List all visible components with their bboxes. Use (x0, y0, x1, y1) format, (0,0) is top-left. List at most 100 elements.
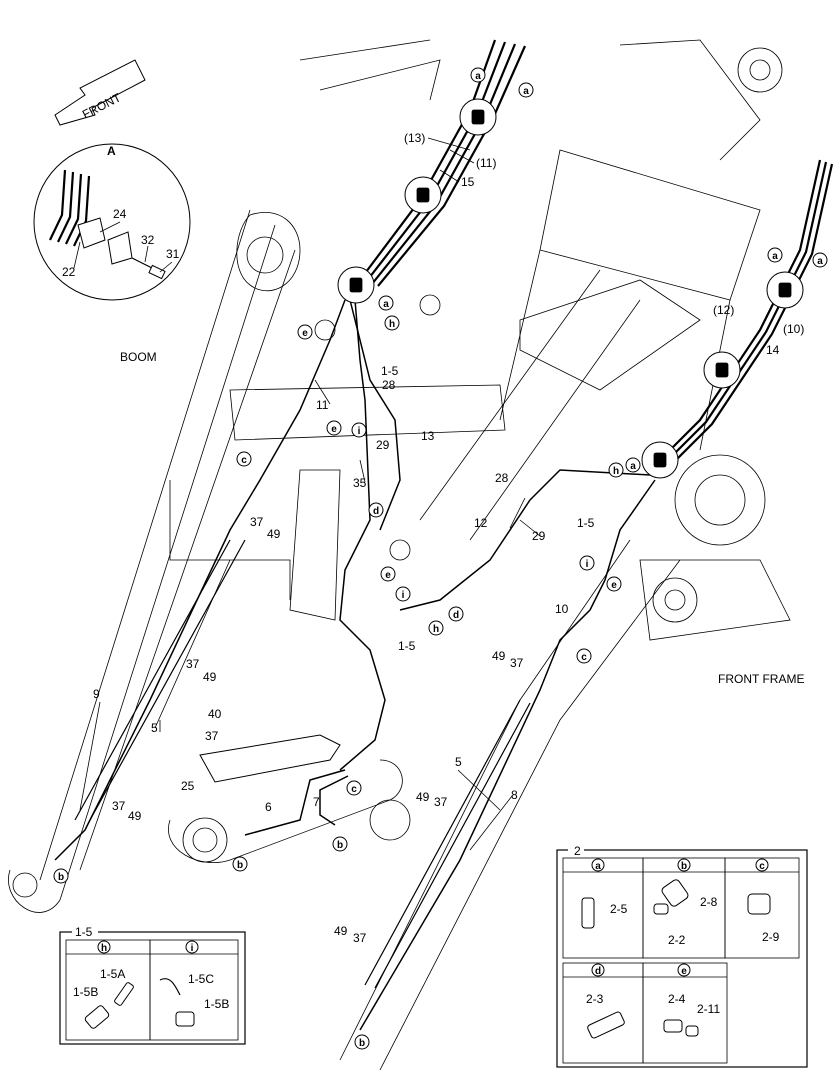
callout: 7 (313, 795, 320, 809)
marker-c: c (576, 648, 592, 664)
callout: (13) (404, 131, 425, 145)
svg-text:d: d (373, 506, 379, 517)
marker-c: c (236, 451, 252, 467)
svg-text:b: b (359, 1038, 365, 1049)
marker-e: e (297, 324, 313, 340)
svg-text:c: c (581, 652, 587, 663)
callout: 25 (181, 779, 195, 793)
callout: 49 (334, 924, 348, 938)
callout: 14 (766, 343, 780, 357)
marker-h: h (608, 462, 624, 478)
marker-h: h (428, 620, 444, 636)
callout: 40 (208, 707, 222, 721)
svg-text:2-8: 2-8 (700, 895, 718, 909)
clamp-icon (471, 109, 485, 125)
callout: 5 (151, 721, 158, 735)
callout: 32 (141, 233, 155, 247)
marker-b: b (232, 856, 248, 872)
svg-text:h: h (613, 466, 619, 477)
callout: (12) (713, 303, 734, 317)
detail-a-view: A (33, 143, 191, 301)
callout: 1-5 (381, 364, 399, 378)
letter-markers: a a a h e e i c d a a h a e i d h i e c … (53, 67, 828, 1050)
clamp-icon (715, 362, 729, 378)
marker-e: e (326, 420, 342, 436)
boom-label: BOOM (120, 350, 157, 364)
callouts: (13) (11) 15 24 32 31 22 1-5 28 29 13 11… (62, 131, 804, 945)
callout: 37 (510, 656, 524, 670)
clamp-details (337, 98, 804, 479)
callout: 49 (267, 527, 281, 541)
marker-d: d (448, 606, 464, 622)
fitting-legend-2: 2 a b c 2-5 2-8 2-2 2-9 d e 2-3 2-4 2-11 (556, 843, 808, 1068)
elbow-fitting-icon (661, 879, 689, 907)
marker-i: i (351, 422, 367, 438)
callout: 28 (382, 378, 396, 392)
clamp-icon (653, 452, 667, 468)
callout: 49 (128, 809, 142, 823)
marker-a: a (625, 457, 641, 473)
clamp-plate (77, 217, 106, 249)
marker-i: i (579, 555, 595, 571)
svg-text:d: d (595, 966, 601, 977)
callout: 29 (376, 438, 390, 452)
svg-text:a: a (595, 861, 601, 872)
front-arrow: FRONT (54, 59, 146, 126)
callout: 22 (62, 265, 76, 279)
svg-text:e: e (331, 424, 337, 435)
svg-text:e: e (302, 328, 308, 339)
svg-text:i: i (358, 426, 361, 437)
svg-text:2-3: 2-3 (586, 992, 604, 1006)
union-fitting-icon (581, 897, 595, 929)
svg-text:c: c (759, 861, 765, 872)
callout: 9 (93, 687, 100, 701)
svg-text:1-5C: 1-5C (188, 972, 214, 986)
svg-text:b: b (337, 840, 343, 851)
callout: 12 (474, 516, 488, 530)
callout: 8 (511, 788, 518, 802)
machine-outline (8, 39, 791, 1071)
callout: 31 (166, 247, 180, 261)
svg-text:a: a (383, 299, 389, 310)
svg-text:1-5B: 1-5B (204, 997, 229, 1011)
swivel-fitting-icon (587, 1011, 625, 1039)
svg-text:1-5A: 1-5A (100, 967, 125, 981)
svg-text:h: h (389, 319, 395, 330)
marker-d: d (368, 502, 384, 518)
callout: 15 (461, 175, 475, 189)
svg-text:a: a (817, 256, 823, 267)
svg-text:2-4: 2-4 (668, 992, 686, 1006)
legend-1-5-title: 1-5 (75, 925, 93, 939)
callout: 37 (186, 657, 200, 671)
marker-a: a (767, 247, 783, 263)
svg-text:2-5: 2-5 (610, 902, 628, 916)
clamp-icon (778, 282, 792, 298)
hose-end-legend-1-5: 1-5 h i 1-5A 1-5B 1-5C 1-5B (59, 925, 246, 1045)
svg-text:a: a (772, 251, 778, 262)
callout: 6 (265, 800, 272, 814)
clamp-icon (416, 187, 430, 203)
callout: 1-5 (398, 639, 416, 653)
callout: 13 (421, 429, 435, 443)
nut-icon (84, 1005, 110, 1029)
connector-icon (663, 1019, 683, 1033)
callout: 37 (205, 729, 219, 743)
svg-text:c: c (241, 455, 247, 466)
callout: 49 (492, 649, 506, 663)
hose-end-icon (114, 982, 134, 1006)
front-frame-label: FRONT FRAME (718, 672, 804, 686)
hoses (54, 39, 834, 1031)
svg-text:b: b (58, 872, 64, 883)
bolt (148, 264, 166, 280)
callout: (11) (476, 156, 496, 170)
legend-2-title: 2 (574, 844, 581, 858)
svg-text:b: b (681, 861, 687, 872)
callout: 49 (416, 790, 430, 804)
detail-a-title: A (107, 144, 116, 158)
svg-text:e: e (681, 966, 687, 977)
marker-a: a (518, 82, 534, 98)
svg-text:2-9: 2-9 (762, 930, 780, 944)
marker-c: c (346, 780, 362, 796)
callout: 37 (250, 515, 264, 529)
